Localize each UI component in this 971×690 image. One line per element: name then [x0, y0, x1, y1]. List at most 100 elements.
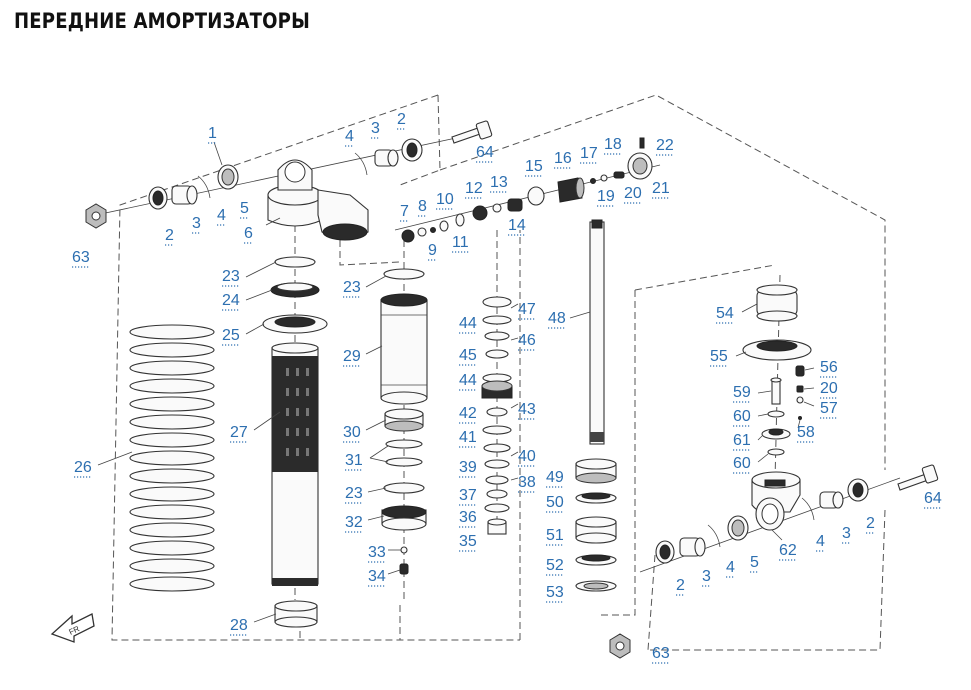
nut-25: [262, 314, 328, 334]
part-callouts: 1 2 3 4 5 6 63 4 3 2 64 7 8 9 10 11 12 1…: [72, 111, 942, 664]
callout-38: 38: [518, 474, 536, 491]
bushing-parts-lower: [655, 515, 749, 564]
callout-33: 33: [368, 544, 386, 561]
callout-46: 46: [518, 332, 536, 349]
callout-63: 63: [72, 249, 90, 266]
callout-24: 24: [222, 292, 240, 309]
seal-stack-49-53: [575, 458, 617, 592]
bushing-5-left: [217, 164, 239, 190]
callout-23: 23: [345, 485, 363, 502]
bolt-64-right: [897, 464, 939, 491]
callout-26: 26: [74, 459, 92, 476]
bushing-2-right: [847, 478, 869, 502]
callout-48: 48: [548, 310, 566, 327]
eyelet-62: [751, 471, 801, 531]
callout-18: 18: [604, 136, 622, 153]
callout-15: 15: [525, 158, 543, 175]
callout-29: 29: [343, 348, 361, 365]
callout-3: 3: [371, 120, 380, 137]
callout-14: 14: [508, 217, 526, 234]
callout-20: 20: [624, 185, 642, 202]
callout-31: 31: [345, 452, 363, 469]
callout-7: 7: [400, 203, 409, 220]
callout-52: 52: [546, 557, 564, 574]
callout-56: 56: [820, 359, 838, 376]
callout-19: 19: [597, 188, 615, 205]
callout-47: 47: [518, 301, 536, 318]
valve-stack: [481, 296, 513, 535]
callout-44: 44: [459, 372, 477, 389]
callout-34: 34: [368, 568, 386, 585]
callout-4: 4: [726, 559, 735, 576]
callout-30: 30: [343, 424, 361, 441]
callout-9: 9: [428, 242, 437, 259]
callout-2: 2: [676, 577, 685, 594]
callout-10: 10: [436, 191, 454, 208]
bolt-64-top: [451, 120, 493, 144]
callout-3: 3: [192, 215, 201, 232]
callout-5: 5: [240, 200, 249, 217]
callout-43: 43: [518, 401, 536, 418]
callout-12: 12: [465, 180, 483, 197]
bushing-2-left: [148, 186, 168, 210]
callout-11: 11: [452, 234, 469, 251]
callout-4: 4: [345, 128, 354, 145]
callout-61: 61: [733, 432, 751, 449]
callout-51: 51: [546, 527, 564, 544]
callout-64: 64: [476, 144, 494, 161]
callout-27: 27: [230, 424, 248, 441]
callout-5: 5: [750, 554, 759, 571]
callout-25: 25: [222, 327, 240, 344]
callout-16: 16: [554, 150, 572, 167]
callout-6: 6: [244, 225, 253, 242]
callout-54: 54: [716, 305, 734, 322]
callout-35: 35: [459, 533, 477, 550]
callout-55: 55: [710, 348, 728, 365]
callout-4: 4: [816, 533, 825, 550]
piston-rod-48: [589, 219, 605, 445]
bushing-2-top: [401, 138, 423, 162]
callout-49: 49: [546, 469, 564, 486]
cap-32: [381, 505, 427, 531]
callout-60: 60: [733, 455, 751, 472]
shock-body-27: [271, 342, 319, 586]
callout-62: 62: [779, 542, 797, 559]
callout-42: 42: [459, 405, 477, 422]
callout-53: 53: [546, 584, 564, 601]
callout-20: 20: [820, 380, 838, 397]
callout-37: 37: [459, 487, 477, 504]
adjuster-parts-7-13: [401, 198, 523, 243]
callout-36: 36: [459, 509, 477, 526]
callout-23: 23: [222, 268, 240, 285]
callout-59: 59: [733, 384, 751, 401]
front-direction-arrow-icon: FR: [50, 613, 95, 643]
reservoir-29: [380, 293, 428, 405]
sleeve-3-top: [374, 149, 399, 167]
leader-lines: [97, 141, 815, 623]
nut-24: [270, 282, 320, 298]
callout-39: 39: [459, 459, 477, 476]
callout-60: 60: [733, 408, 751, 425]
callout-50: 50: [546, 494, 564, 511]
nut-63-bottom: [609, 633, 631, 659]
adjuster-parts-15-22: [527, 137, 653, 206]
callout-63: 63: [652, 645, 670, 662]
cup-28: [274, 600, 318, 628]
callout-1: 1: [208, 125, 217, 142]
callout-13: 13: [490, 174, 508, 191]
callout-2: 2: [165, 227, 174, 244]
callout-57: 57: [820, 400, 838, 417]
spring-seat-55: [742, 339, 812, 361]
callout-17: 17: [580, 145, 598, 162]
bumper-54: [756, 284, 798, 322]
nut-63-top: [85, 203, 107, 229]
svg-text:FR: FR: [67, 624, 81, 637]
callout-2: 2: [866, 515, 875, 532]
callout-32: 32: [345, 514, 363, 531]
callout-8: 8: [418, 198, 427, 215]
callout-4: 4: [217, 207, 226, 224]
sleeve-3-left: [171, 185, 198, 205]
callout-2: 2: [397, 111, 406, 128]
callout-41: 41: [459, 429, 477, 446]
